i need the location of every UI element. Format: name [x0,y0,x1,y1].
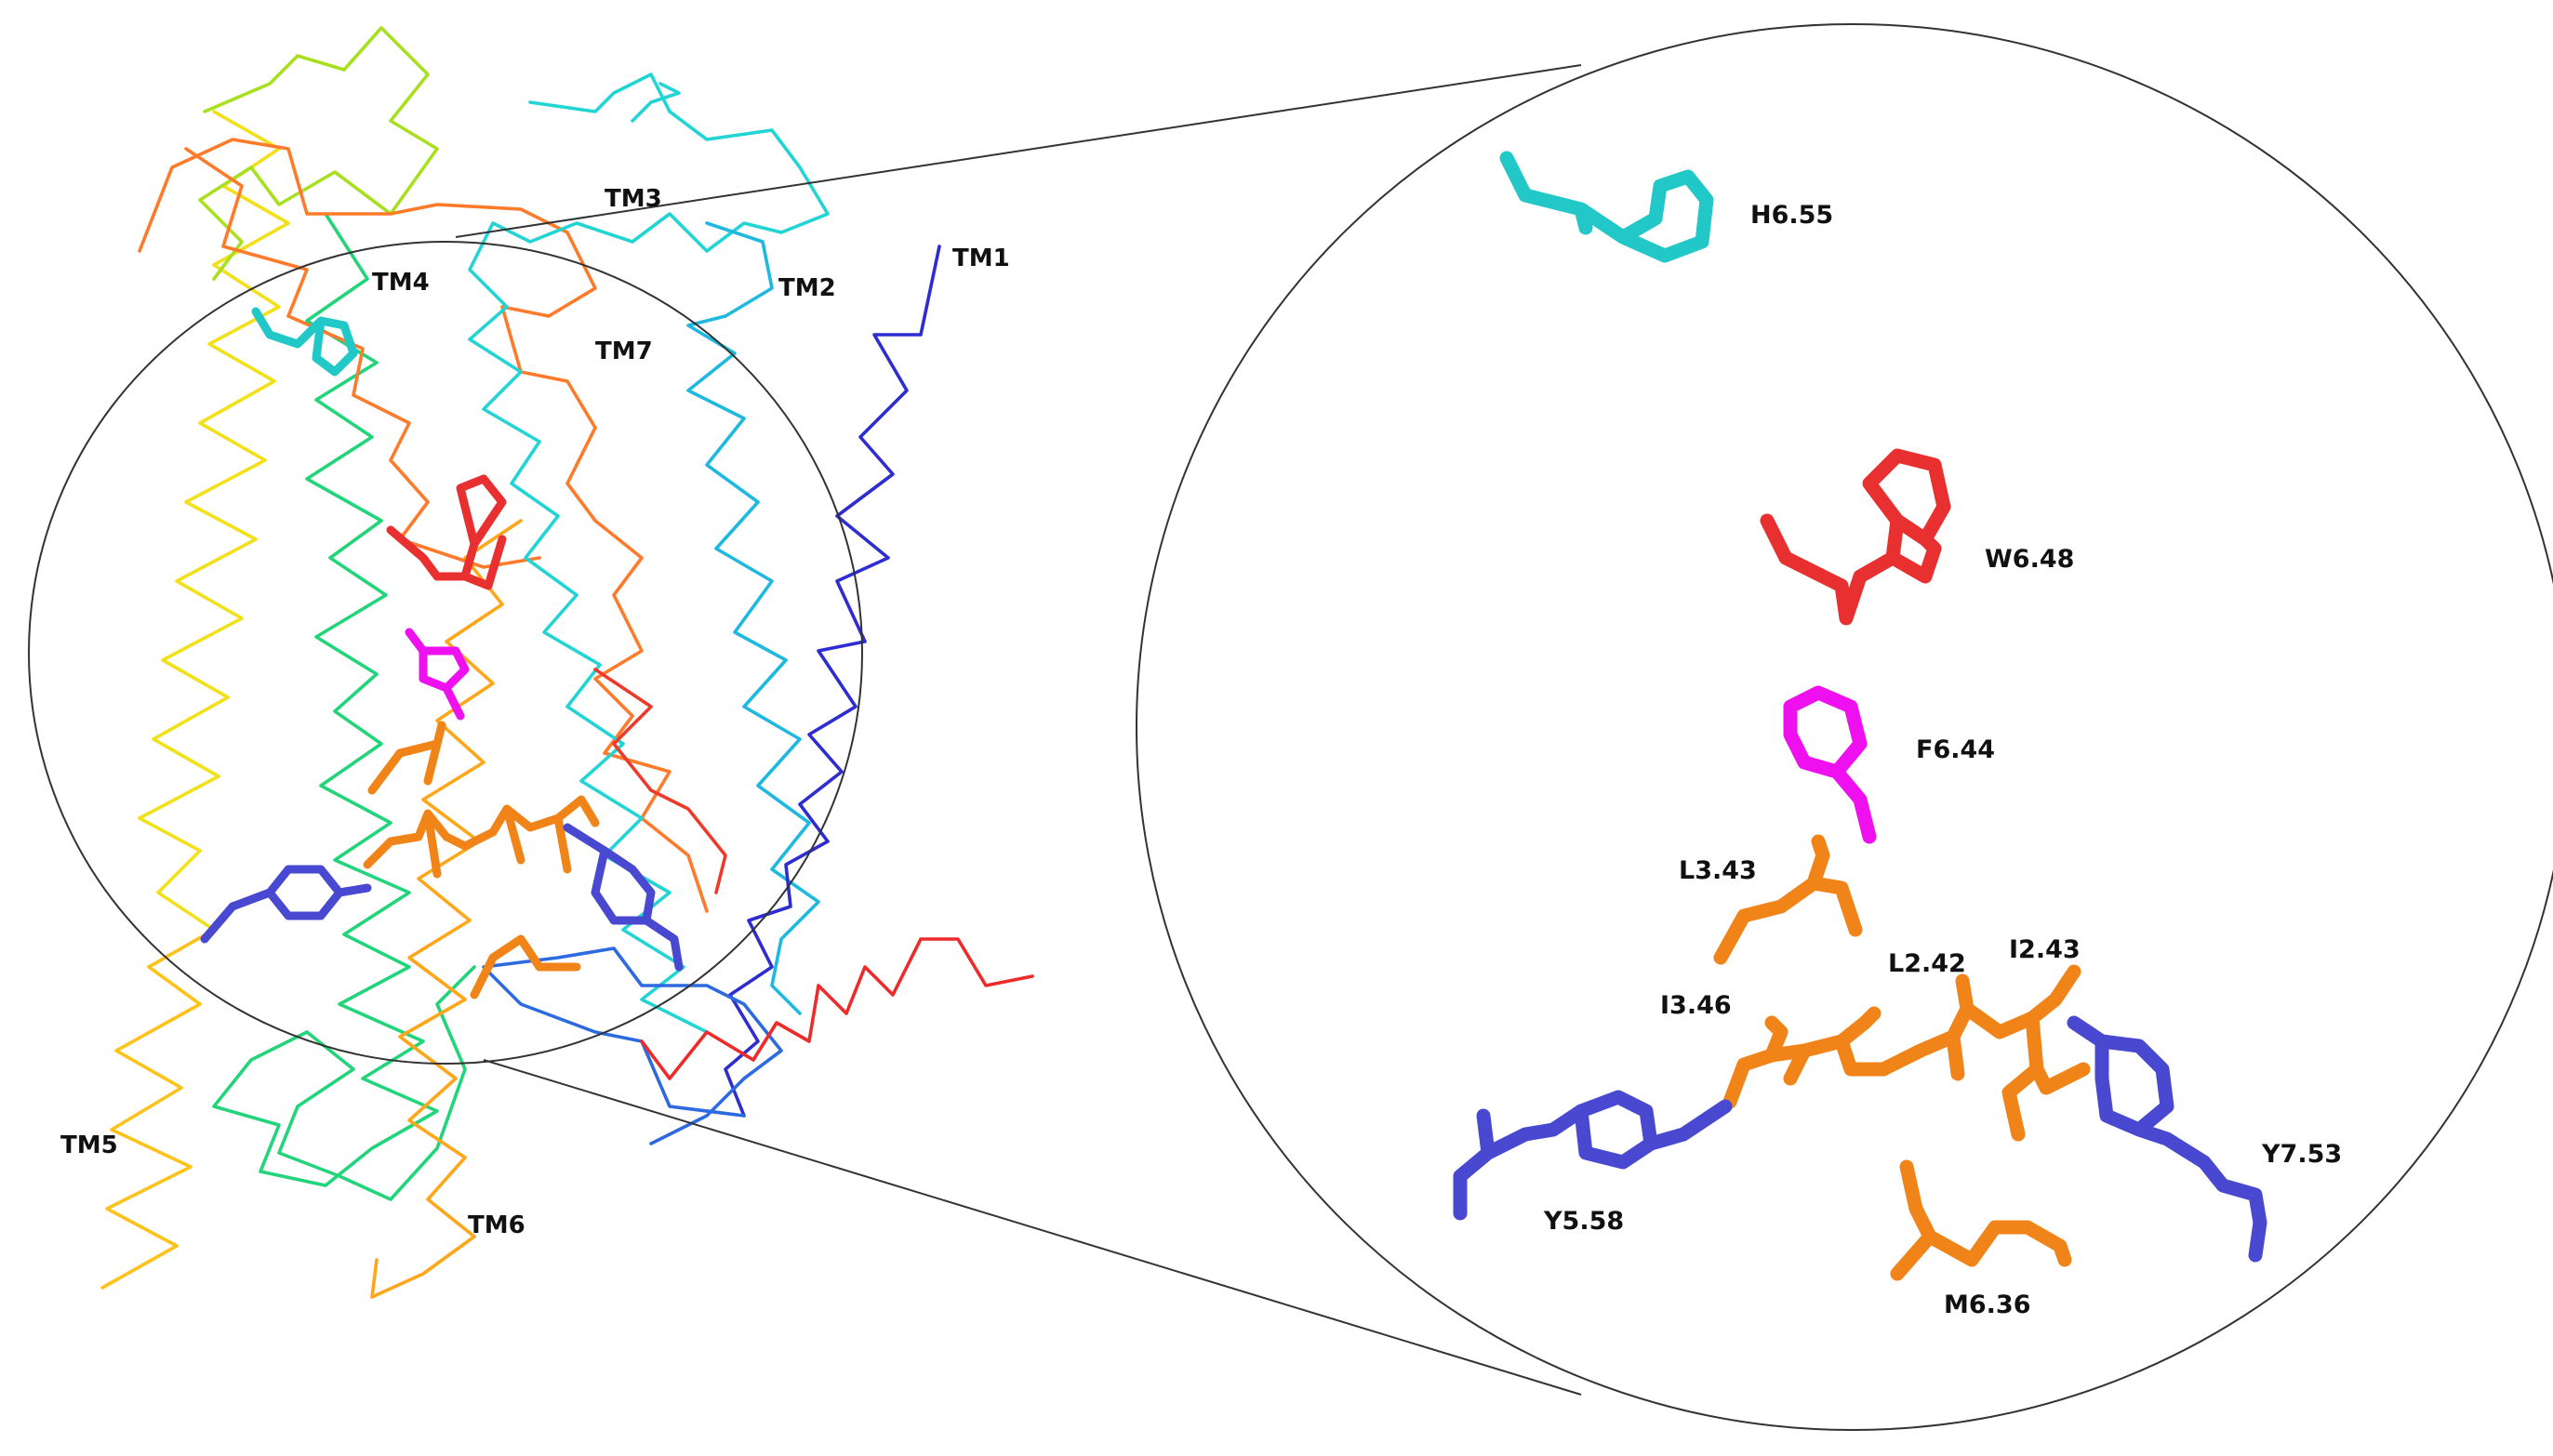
label-l242: L2.42 [1888,949,1966,978]
top-loop [198,26,439,281]
left-m636 [470,934,581,999]
tm4-helix [212,212,439,1187]
label-m636: M6.36 [1944,1291,2031,1319]
helix-labels: TM1 TM2 TM3 TM4 TM5 TM6 TM7 [60,185,1010,1239]
res-y558 [1453,1090,1733,1221]
label-tm4: TM4 [372,269,430,297]
zoom-line-bottom [483,1059,1582,1396]
label-tm6: TM6 [468,1211,525,1239]
tm3-helix [468,73,830,1034]
res-h655 [1499,151,1714,263]
res-l343 [1713,834,1863,965]
label-tm2: TM2 [778,274,836,302]
label-y753: Y7.53 [2261,1140,2342,1169]
tm7-helix [184,147,541,569]
label-l343: L3.43 [1679,856,1757,885]
label-tm1: TM1 [952,245,1010,272]
left-y558 [200,865,372,944]
label-i346: I3.46 [1660,991,1732,1020]
label-h655: H6.55 [1750,201,1833,230]
res-y753 [2067,1015,2267,1263]
left-zoom-circle [28,241,863,1065]
residue-labels: H6.55 W6.48 F6.44 L3.43 L2.42 I2.43 I3.4… [1543,201,2342,1319]
tm3-top [631,82,681,123]
left-l343 [367,721,446,795]
res-i346 [1722,1006,1891,1109]
zoom-line-top [455,64,1582,238]
receptor-backbone [100,26,1034,1299]
res-m636 [1890,1159,2072,1281]
left-h655 [251,307,358,377]
label-y558: Y5.58 [1543,1207,1624,1236]
tm7-top [138,138,709,913]
tm1-helix [724,245,941,1118]
right-zoom-circle [1136,23,2553,1431]
label-w648: W6.48 [1985,545,2074,574]
tm4-lower [277,965,476,1201]
label-tm3: TM3 [605,185,662,213]
res-l242 [1876,973,1975,1081]
zoom-guides [28,23,2553,1431]
tm5-helix [138,110,290,932]
tm7-red [593,668,727,894]
helix8 [640,937,1034,1080]
label-tm5: TM5 [60,1132,118,1159]
left-orange-cluster [363,795,600,879]
res-i243 [1960,964,2091,1142]
left-w648 [386,474,507,590]
right-residue-sticks [1453,151,2267,1281]
left-residue-sticks [200,307,684,999]
tm1-lower [482,946,783,1145]
tm2-helix [686,221,820,1015]
res-w648 [1760,448,1951,626]
label-i243: I2.43 [2009,935,2081,964]
res-f644 [1783,685,1877,844]
tm6-helix [370,519,523,1299]
label-tm7: TM7 [595,338,653,365]
left-y753 [563,823,684,972]
tm5-lower [100,928,216,1290]
label-f644: F6.44 [1916,735,1995,764]
left-f644 [405,628,470,721]
